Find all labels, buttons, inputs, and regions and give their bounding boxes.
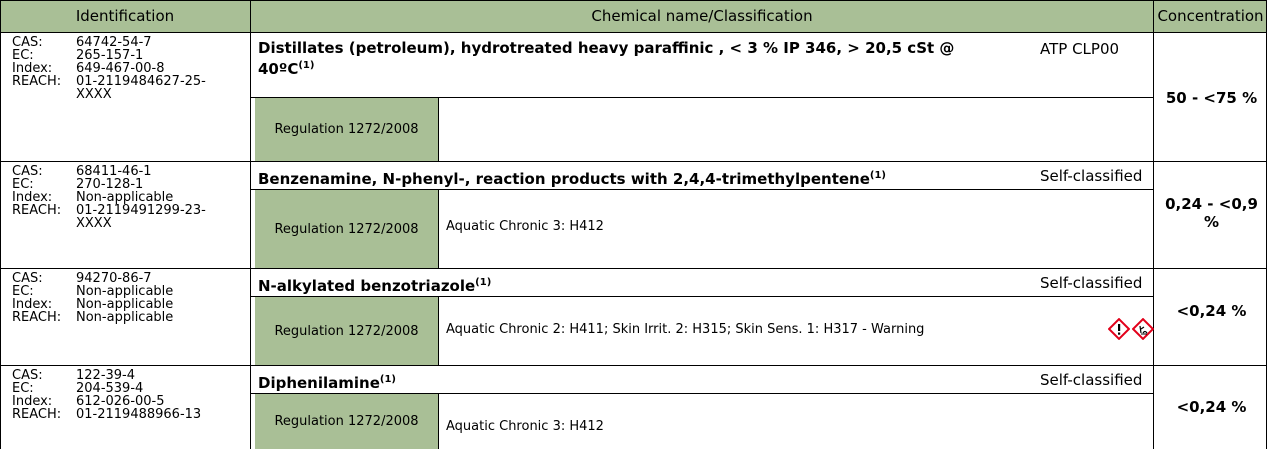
concentration-value: <0,24 % [1176,398,1247,416]
footnote-ref: (1) [379,374,396,385]
identifier-row: EC:270-128-1 [12,177,144,192]
concentration-value: <0,24 % [1176,302,1247,320]
regulation-label: Regulation 1272/2008 [255,190,438,268]
identifiers: CAS:94270-86-7 EC:Non-applicable Index:N… [12,272,244,324]
regulation-label: Regulation 1272/2008 [255,394,438,449]
header-identification: Identification [0,0,250,32]
identifiers: CAS:68411-46-1 EC:270-128-1 Index:Non-ap… [12,165,244,230]
inner-divider [251,296,1154,297]
regulation-label: Regulation 1272/2008 [255,297,438,365]
identifiers: CAS:64742-54-7 EC:265-157-1 Index:649-46… [12,36,244,101]
inner-divider [251,393,1154,394]
exclamation-mark-pictogram-icon [1108,318,1130,340]
row-divider [0,161,1267,162]
identifier-row: Index:649-467-00-8 [12,61,165,76]
row-divider [0,268,1267,269]
inner-divider [251,189,1154,190]
footnote-ref: (1) [298,60,315,71]
hazard-statements: Aquatic Chronic 3: H412 [446,219,604,234]
identifier-row: REACH:01-2119488966-13 [12,407,202,422]
regulation-label: Regulation 1272/2008 [255,98,438,161]
identifiers: CAS:122-39-4 EC:204-539-4 Index:612-026-… [12,369,244,421]
classification-source: ATP CLP00 [1040,40,1120,58]
header-concentration: Concentration [1154,0,1267,32]
regulation-divider [438,189,439,268]
identifier-row: CAS:122-39-4 [12,368,136,383]
concentration-value: 0,24 - <0,9 % [1165,195,1258,231]
chemical-name: Distillates (petroleum), hydrotreated he… [258,39,955,78]
identifier-row: EC:Non-applicable [12,284,174,299]
column-divider [0,0,1,449]
identifier-row: CAS:64742-54-7 [12,35,152,50]
identifier-row: Index:612-026-00-5 [12,394,165,409]
hazard-statements: Aquatic Chronic 2: H411; Skin Irrit. 2: … [446,322,925,337]
classification-source: Self-classified [1040,167,1143,185]
chemical-name: Benzenamine, N-phenyl-, reaction product… [258,170,886,188]
identifier-row: CAS:94270-86-7 [12,271,152,286]
header-top-border [0,0,1267,1]
classification-source: Self-classified [1040,274,1143,292]
column-divider [1153,0,1154,449]
regulation-divider [438,97,439,161]
identifier-row: Index:Non-applicable [12,297,174,312]
chemical-name: N-alkylated benzotriazole(1) [258,277,492,295]
identifier-row: Index:Non-applicable [12,190,174,205]
footnote-ref: (1) [869,170,886,181]
row-divider [0,365,1267,366]
chemical-name: Diphenilamine(1) [258,374,396,392]
identifier-row: REACH:01-2119484627-25- [12,74,206,89]
identifier-row: XXXX [76,216,112,231]
regulation-divider [438,393,439,449]
classification-source: Self-classified [1040,371,1143,389]
identifier-row: REACH:Non-applicable [12,310,174,325]
identifier-row: XXXX [76,87,112,102]
header-chemical-name: Chemical name/Classification [251,0,1153,32]
concentration-value: 50 - <75 % [1165,89,1258,107]
column-divider [250,0,251,449]
regulation-divider [438,296,439,365]
identifier-row: REACH:01-2119491299-23- [12,203,206,218]
header-bottom-border [0,32,1267,33]
inner-divider [251,97,1154,98]
environment-pictogram-icon [1132,318,1154,340]
hazard-statements: Aquatic Chronic 3: H412 [446,419,604,434]
identifier-row: EC:204-539-4 [12,381,144,396]
identifier-row: EC:265-157-1 [12,48,144,63]
identifier-row: CAS:68411-46-1 [12,164,152,179]
footnote-ref: (1) [475,277,492,288]
